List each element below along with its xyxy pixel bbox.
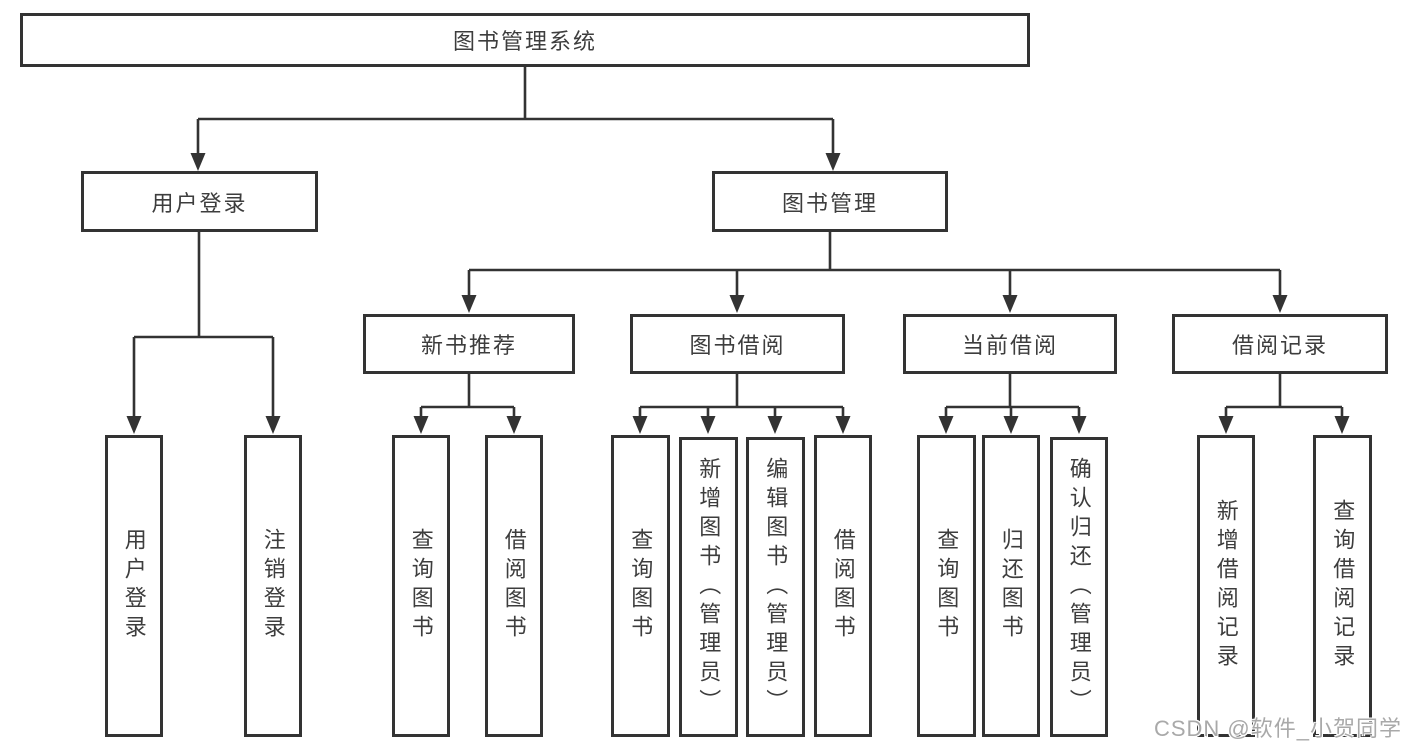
- leaf-user-login: 用户登录: [105, 435, 163, 737]
- node-label: 新书推荐: [420, 333, 517, 358]
- node-label: 查询图书: [628, 528, 654, 644]
- node-label: 归还图书: [998, 528, 1024, 644]
- node-label: 查询图书: [408, 528, 434, 644]
- leaf-borrow-books: 借阅图书: [814, 435, 872, 737]
- node-book-management: 图书管理: [712, 171, 948, 232]
- leaf-add-books-admin: 新增图书（管理员）: [679, 437, 738, 737]
- node-label: 借阅记录: [1231, 333, 1328, 358]
- node-label: 注销登录: [260, 528, 286, 644]
- node-label: 查询借阅记录: [1330, 499, 1356, 673]
- node-label: 当前借阅: [961, 333, 1058, 358]
- node-label: 确认归还（管理员）: [1066, 456, 1092, 718]
- node-label: 用户登录: [121, 528, 147, 644]
- leaf-query-books-recommend: 查询图书: [392, 435, 450, 737]
- leaf-edit-books-admin: 编辑图书（管理员）: [746, 437, 805, 737]
- node-label: 查询图书: [934, 528, 960, 644]
- node-label: 借阅图书: [830, 528, 856, 644]
- node-label: 图书借阅: [689, 333, 786, 358]
- leaf-confirm-return-admin: 确认归还（管理员）: [1050, 437, 1108, 737]
- node-book-borrowing: 图书借阅: [630, 314, 845, 374]
- node-label: 新增借阅记录: [1213, 499, 1239, 673]
- node-label: 用户登录: [151, 190, 248, 216]
- node-user-login: 用户登录: [81, 171, 318, 232]
- leaf-add-borrow-record: 新增借阅记录: [1197, 435, 1255, 737]
- leaf-query-books-borrowing: 查询图书: [611, 435, 670, 737]
- csdn-watermark: CSDN @软件_小贺同学: [1153, 716, 1402, 741]
- node-new-book-recommendation: 新书推荐: [363, 314, 575, 374]
- node-current-borrowing: 当前借阅: [903, 314, 1117, 374]
- leaf-query-borrow-record: 查询借阅记录: [1313, 435, 1372, 737]
- leaf-logout: 注销登录: [244, 435, 302, 737]
- node-label: 编辑图书（管理员）: [763, 456, 789, 718]
- leaf-return-books: 归还图书: [982, 435, 1040, 737]
- node-borrowing-records: 借阅记录: [1172, 314, 1388, 374]
- node-label: 图书管理系统: [452, 29, 597, 54]
- node-label: 新增图书（管理员）: [696, 456, 722, 718]
- leaf-borrow-books-recommend: 借阅图书: [485, 435, 543, 737]
- node-label: 图书管理: [781, 190, 878, 216]
- node-label: 借阅图书: [501, 528, 527, 644]
- leaf-query-books-current: 查询图书: [917, 435, 976, 737]
- node-library-management-system: 图书管理系统: [20, 13, 1030, 67]
